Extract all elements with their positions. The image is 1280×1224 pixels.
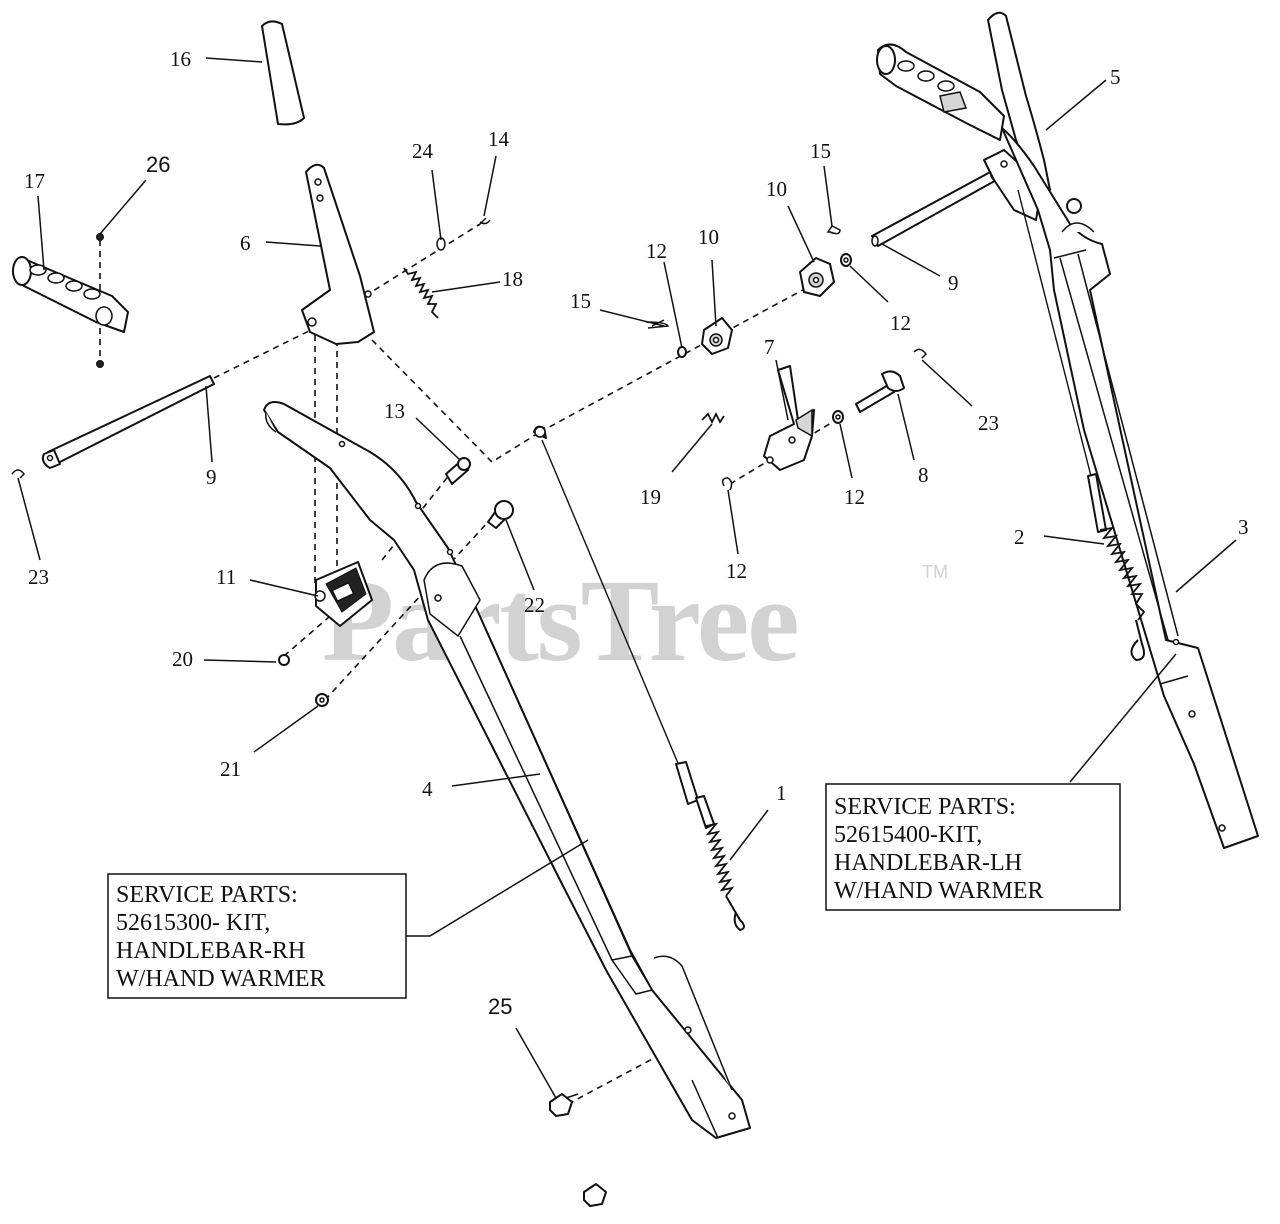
part-12-washer-c [832, 410, 844, 424]
part-11-switch [314, 561, 373, 627]
callout-3: 3 [1238, 515, 1249, 539]
callout-11: 11 [216, 565, 236, 589]
callout-10-b: 10 [766, 177, 787, 201]
watermark-text: PartsTree [322, 555, 798, 686]
part-10-knob-b [799, 257, 835, 297]
callout-9-left: 9 [206, 465, 217, 489]
callout-19: 19 [640, 485, 661, 509]
callout-6: 6 [240, 231, 251, 255]
service-box-lh-line3: HANDLEBAR-LH [834, 850, 1022, 876]
part-1-cable [533, 425, 745, 931]
callout-23-left: 23 [28, 565, 49, 589]
part-16-upper-cover [261, 20, 305, 126]
watermark-trademark: TM [922, 562, 948, 582]
part-9-rod-left [41, 375, 215, 469]
part-23-clip-left [11, 469, 25, 479]
callout-23-right: 23 [978, 411, 999, 435]
service-box-rh-line2: 52615300- KIT, [116, 910, 270, 936]
part-20-nut [278, 654, 290, 666]
callout-10-a: 10 [698, 225, 719, 249]
part-15-pin-right [826, 225, 841, 235]
callout-14: 14 [488, 127, 510, 151]
part-3-lh-handlebar [1001, 127, 1259, 849]
part-12-washer-b [840, 253, 852, 267]
service-box-lh: SERVICE PARTS: 52615400-KIT, HANDLEBAR-L… [825, 783, 1121, 911]
part-14-clip [477, 217, 491, 227]
part-6-upper-bracket [301, 163, 375, 345]
callout-7: 7 [764, 335, 775, 359]
callout-12-b: 12 [890, 311, 911, 335]
service-box-lh-line4: W/HAND WARMER [834, 878, 1044, 904]
callout-20: 20 [172, 647, 193, 671]
watermark: PartsTree TM [322, 555, 948, 686]
service-box-rh-line3: HANDLEBAR-RH [116, 938, 305, 964]
callout-1: 1 [776, 781, 787, 805]
part-7-bracket [763, 365, 815, 471]
callout-15-left: 15 [570, 289, 591, 313]
service-box-rh: SERVICE PARTS: 52615300- KIT, HANDLEBAR-… [107, 873, 407, 999]
callout-12-c: 12 [844, 485, 865, 509]
service-box-lh-line1: SERVICE PARTS: [834, 794, 1016, 820]
callout-17: 17 [24, 169, 45, 193]
callout-5: 5 [1110, 65, 1121, 89]
callout-25: 25 [488, 994, 512, 1019]
callout-26: 26 [146, 152, 170, 177]
part-22-pin [487, 500, 514, 529]
service-box-rh-line4: W/HAND WARMER [116, 966, 326, 992]
service-box-rh-line1: SERVICE PARTS: [116, 882, 298, 908]
part-4-rh-handlebar [263, 401, 751, 1139]
callout-21: 21 [220, 757, 241, 781]
service-box-lh-line2: 52615400-KIT, [834, 822, 982, 848]
callout-12-a: 12 [646, 239, 667, 263]
part-lh-grip [876, 43, 1005, 141]
part-25-bolt [549, 1093, 579, 1117]
callout-12-d: 12 [726, 559, 747, 583]
callout-4: 4 [422, 777, 433, 801]
leader-lines [17, 57, 1237, 1099]
callout-15-right: 15 [810, 139, 831, 163]
callout-24: 24 [412, 139, 434, 163]
part-18-spring [403, 267, 439, 319]
part-8-pin [855, 370, 905, 413]
callout-16: 16 [170, 47, 191, 71]
part-25-bolt-lower [583, 1183, 607, 1207]
callout-13: 13 [384, 399, 405, 423]
part-12-washer-d [721, 477, 733, 491]
callout-2: 2 [1014, 525, 1025, 549]
part-9-rod-right [871, 167, 1002, 247]
part-12-washer-a [677, 346, 687, 358]
part-21-nut [315, 693, 329, 707]
callout-9-right: 9 [948, 271, 959, 295]
part-13-pin [445, 457, 471, 485]
part-5-upper-cover-lh [987, 11, 1051, 197]
callout-22: 22 [524, 593, 545, 617]
callout-18: 18 [502, 267, 523, 291]
part-10-knob-a [701, 317, 733, 355]
callout-8: 8 [918, 463, 929, 487]
part-17-grip [12, 256, 129, 333]
part-19-spring [701, 411, 725, 425]
part-2-cable-lh [1017, 189, 1146, 661]
part-23-clip-right [913, 348, 927, 359]
callout-labels: 16 26 17 6 24 14 18 9 23 13 11 20 21 22 … [24, 47, 1249, 1019]
